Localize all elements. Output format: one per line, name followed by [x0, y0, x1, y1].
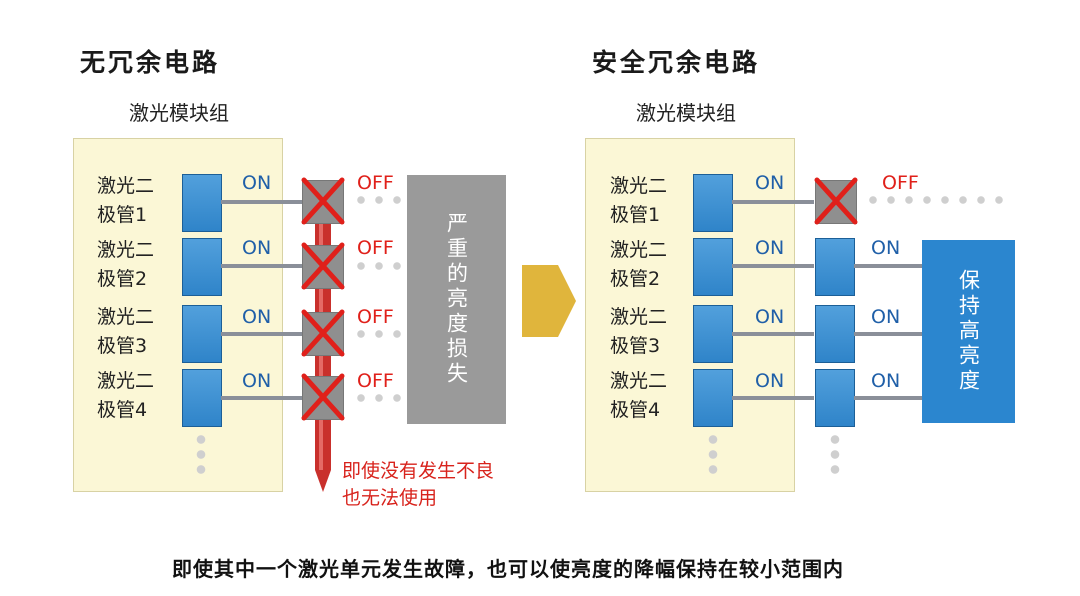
- right-laser-diode-2: [693, 238, 733, 296]
- right-output-connector-3: [854, 332, 923, 336]
- left-fault-x-icon-2: [301, 242, 345, 290]
- left-off-label-2: OFF: [357, 237, 394, 259]
- left-off-label-1: OFF: [357, 172, 394, 194]
- right-laser-module-group: [585, 138, 795, 492]
- left-off-label-4: OFF: [357, 370, 394, 392]
- right-group-label: 激光模块组: [636, 101, 736, 125]
- right-on-switch-2: [815, 238, 855, 296]
- left-dotted-line-1: [352, 196, 406, 204]
- left-connector-3: [221, 332, 305, 336]
- left-laser-module-group: [73, 138, 283, 492]
- right-more-diodes-dots: [708, 432, 718, 477]
- right-result-text: 保持高亮度: [956, 269, 981, 394]
- right-output-connector-4: [854, 396, 923, 400]
- left-laser-diode-4: [182, 369, 222, 427]
- left-on-label-4: ON: [242, 370, 272, 392]
- right-diode-3-label: 激光二 极管3: [610, 306, 668, 357]
- left-dotted-line-4: [352, 394, 406, 402]
- right-result-box: 保持高亮度: [922, 240, 1015, 423]
- left-diode-1-label: 激光二 极管1: [97, 175, 155, 226]
- left-off-label-3: OFF: [357, 306, 394, 328]
- left-result-text: 严重的亮度损失: [444, 212, 469, 387]
- right-off-label-1: OFF: [882, 172, 919, 194]
- right-on-label-1: ON: [755, 172, 785, 194]
- left-connector-2: [221, 264, 305, 268]
- right-diode-4-label: 激光二 极管4: [610, 370, 668, 421]
- right-diode-2-label: 激光二 极管2: [610, 239, 668, 290]
- left-laser-diode-3: [182, 305, 222, 363]
- left-group-label: 激光模块组: [129, 101, 229, 125]
- left-dotted-line-2: [352, 262, 406, 270]
- right-on-label-2: ON: [755, 237, 785, 259]
- left-diode-4-label: 激光二 极管4: [97, 370, 155, 421]
- transition-arrow-icon: [522, 265, 576, 337]
- left-laser-diode-2: [182, 238, 222, 296]
- right-connector-1: [732, 200, 814, 204]
- right-connector-4: [732, 396, 814, 400]
- right-panel-title: 安全冗余电路: [592, 48, 761, 77]
- left-panel-title: 无冗余电路: [80, 48, 221, 77]
- right-laser-diode-1: [693, 174, 733, 232]
- left-more-diodes-dots: [196, 432, 206, 477]
- left-laser-diode-1: [182, 174, 222, 232]
- right-on-switch-4: [815, 369, 855, 427]
- right-on-switch-3: [815, 305, 855, 363]
- left-diode-3-label: 激光二 极管3: [97, 306, 155, 357]
- right-output-on-label-2: ON: [871, 237, 901, 259]
- right-connector-3: [732, 332, 814, 336]
- left-connector-1: [221, 200, 305, 204]
- left-on-label-2: ON: [242, 237, 272, 259]
- right-on-label-4: ON: [755, 370, 785, 392]
- right-output-on-label-4: ON: [871, 370, 901, 392]
- left-on-label-1: ON: [242, 172, 272, 194]
- bottom-caption: 即使其中一个激光单元发生故障，也可以使亮度的降幅保持在较小范围内: [172, 557, 844, 581]
- right-dotted-line-1: [864, 196, 1008, 204]
- left-on-label-3: ON: [242, 306, 272, 328]
- right-laser-diode-3: [693, 305, 733, 363]
- right-on-label-3: ON: [755, 306, 785, 328]
- left-fault-x-icon-3: [301, 309, 345, 357]
- right-laser-diode-4: [693, 369, 733, 427]
- right-fault-x-icon-1: [814, 177, 858, 225]
- left-connector-4: [221, 396, 305, 400]
- left-fault-x-icon-4: [301, 373, 345, 421]
- left-result-box: 严重的亮度损失: [407, 175, 506, 424]
- left-fault-x-icon-1: [301, 177, 345, 225]
- right-diode-1-label: 激光二 极管1: [610, 175, 668, 226]
- right-connector-2: [732, 264, 814, 268]
- left-fault-note: 即使没有发生不良 也无法使用: [342, 460, 495, 509]
- right-more-switches-dots: [830, 432, 840, 477]
- right-output-on-label-3: ON: [871, 306, 901, 328]
- right-output-connector-2: [854, 264, 923, 268]
- left-diode-2-label: 激光二 极管2: [97, 239, 155, 290]
- left-dotted-line-3: [352, 330, 406, 338]
